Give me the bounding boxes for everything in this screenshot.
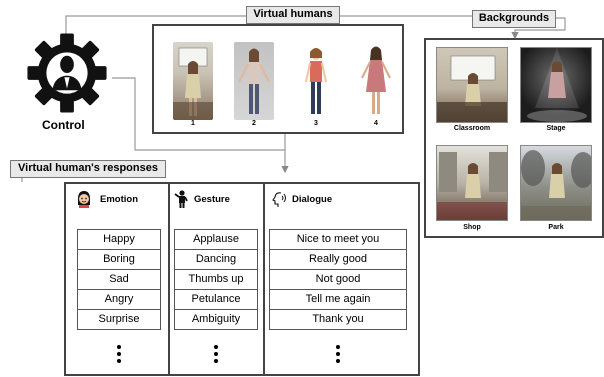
- dialogue-title: Dialogue: [292, 194, 333, 205]
- list-item: Thank you: [269, 309, 407, 330]
- background-shop-image: [436, 145, 508, 221]
- control-label: Control: [42, 118, 85, 132]
- virtual-human-3-image: [296, 42, 336, 120]
- gesture-title: Gesture: [194, 194, 230, 205]
- background-classroom-image: [436, 47, 508, 123]
- virtual-human-4-number: 4: [374, 120, 378, 127]
- gesture-list: Applause Dancing Thumbs up Petulance Amb…: [174, 229, 258, 330]
- virtual-human-4-image: [356, 42, 396, 120]
- list-item: Dancing: [174, 249, 258, 270]
- list-item: Surprise: [77, 309, 161, 330]
- list-item: Really good: [269, 249, 407, 270]
- emotion-list: Happy Boring Sad Angry Surprise: [77, 229, 161, 330]
- list-item: Boring: [77, 249, 161, 270]
- list-item: Tell me again: [269, 289, 407, 310]
- virtual-human-2-number: 2: [252, 120, 256, 127]
- speaking-head-icon: [270, 190, 286, 208]
- background-stage-label: Stage: [546, 125, 566, 132]
- backgrounds-label: Backgrounds: [472, 10, 556, 28]
- face-emotion-icon: [76, 190, 92, 208]
- virtual-human-3-number: 3: [314, 120, 318, 127]
- background-stage-image: [520, 47, 592, 123]
- dialogue-more-dots: [334, 345, 342, 366]
- list-item: Applause: [174, 229, 258, 250]
- virtual-human-2-image: [234, 42, 274, 120]
- virtual-human-1-image: [173, 42, 213, 120]
- emotion-more-dots: [115, 345, 123, 366]
- background-shop-label: Shop: [463, 224, 481, 231]
- list-item: Happy: [77, 229, 161, 250]
- list-item: Angry: [77, 289, 161, 310]
- virtual-humans-label: Virtual humans: [246, 6, 340, 24]
- list-item: Thumbs up: [174, 269, 258, 290]
- emotion-title: Emotion: [100, 194, 138, 205]
- list-item: Petulance: [174, 289, 258, 310]
- background-classroom-label: Classroom: [453, 125, 491, 132]
- dialogue-list: Nice to meet you Really good Not good Te…: [269, 229, 407, 330]
- control-gear-icon: [24, 30, 110, 116]
- background-park-label: Park: [548, 224, 564, 231]
- list-item: Ambiguity: [174, 309, 258, 330]
- person-gesture-icon: [174, 190, 190, 208]
- responses-label: Virtual human's responses: [10, 160, 166, 178]
- background-park-image: [520, 145, 592, 221]
- gesture-more-dots: [212, 345, 220, 366]
- list-item: Not good: [269, 269, 407, 290]
- list-item: Nice to meet you: [269, 229, 407, 250]
- virtual-human-1-number: 1: [191, 120, 195, 127]
- list-item: Sad: [77, 269, 161, 290]
